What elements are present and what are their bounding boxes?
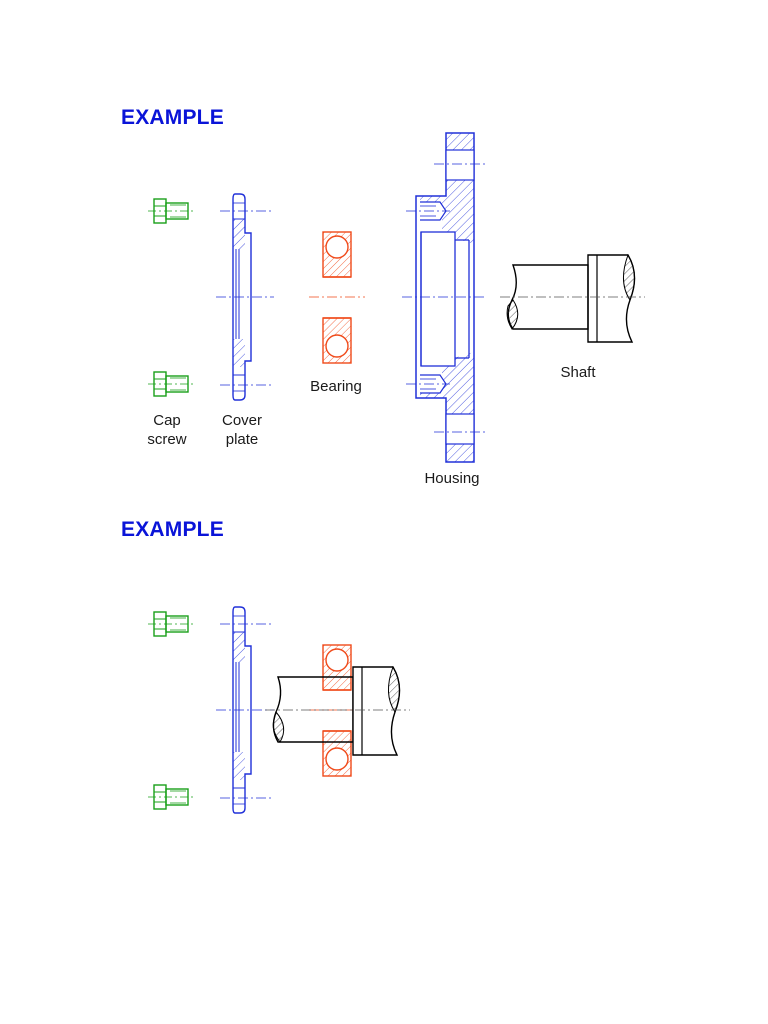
cap-screw-bottom-1: [147, 371, 197, 397]
cover-plate-1: [215, 193, 275, 401]
shaft-2: [265, 665, 410, 756]
cap-screw-top-2: [147, 611, 197, 637]
bearing-1: [308, 231, 366, 364]
cover-plate-label-line-2: plate: [225, 431, 259, 448]
cover-plate-label: Cover plate: [212, 411, 272, 449]
housing-label: Housing: [424, 470, 480, 487]
cap-screw-label: Cap screw: [138, 411, 196, 449]
example-heading-2: EXAMPLE: [121, 518, 224, 541]
housing-1: [402, 132, 488, 463]
shaft-label: Shaft: [560, 364, 596, 381]
cap-screw-label-line-2: screw: [147, 431, 187, 448]
example-heading-1: EXAMPLE: [121, 106, 224, 129]
cap-screw-top-1: [147, 198, 197, 224]
cover-plate-label-line-1: Cover: [221, 412, 262, 429]
cap-screw-bottom-2: [147, 784, 197, 810]
cap-screw-label-line-1: Cap: [153, 412, 181, 429]
shaft-1: [500, 253, 645, 343]
bearing-label: Bearing: [310, 378, 362, 395]
